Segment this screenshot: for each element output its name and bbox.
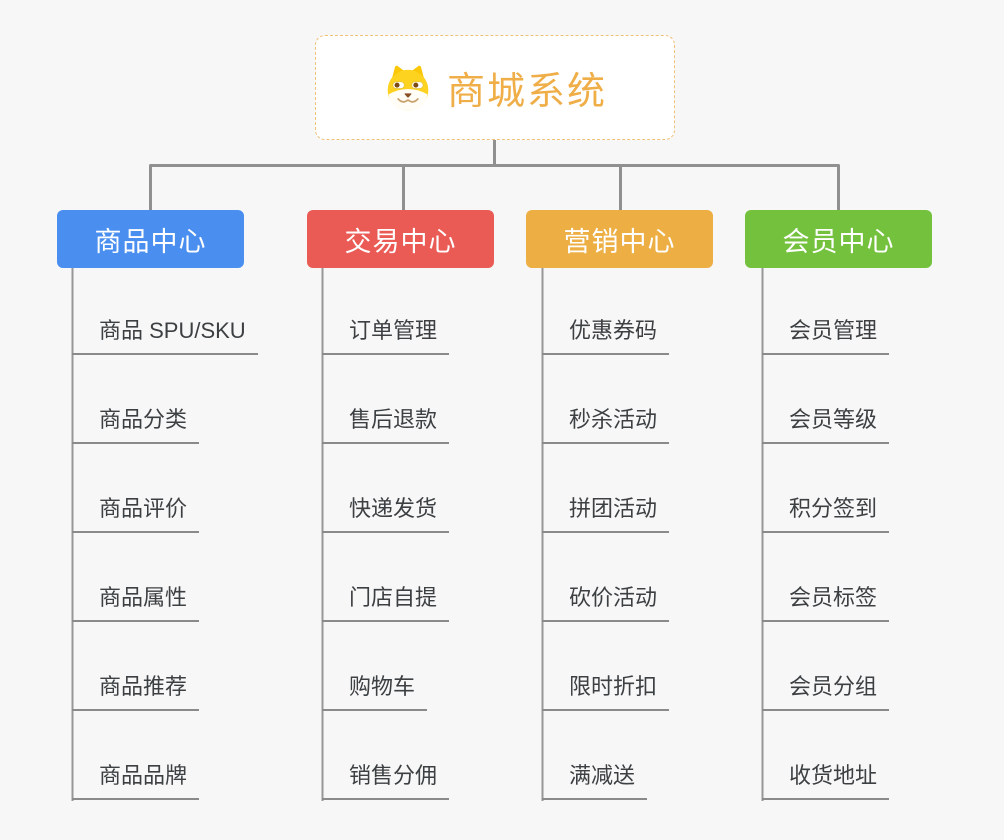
leaf-node[interactable]: 商品分类 xyxy=(72,405,200,444)
leaf-node[interactable]: 积分签到 xyxy=(762,494,890,533)
branch-node-product-center[interactable]: 商品中心 xyxy=(57,210,244,268)
leaf-node[interactable]: 会员标签 xyxy=(762,583,890,622)
branch-node-trade-center[interactable]: 交易中心 xyxy=(307,210,494,268)
branch-node-marketing-center[interactable]: 营销中心 xyxy=(526,210,713,268)
leaf-node[interactable]: 优惠券码 xyxy=(542,316,670,355)
leaf-node[interactable]: 会员分组 xyxy=(762,672,890,711)
leaf-node[interactable]: 商品 SPU/SKU xyxy=(72,316,258,355)
branch-node-member-center[interactable]: 会员中心 xyxy=(745,210,932,268)
leaf-node[interactable]: 订单管理 xyxy=(322,316,450,355)
leaf-node[interactable]: 门店自提 xyxy=(322,583,450,622)
root-node-mall-system[interactable]: 商城系统 xyxy=(315,35,675,140)
leaf-node[interactable]: 售后退款 xyxy=(322,405,450,444)
shiba-dog-icon xyxy=(387,65,429,110)
leaf-node[interactable]: 收货地址 xyxy=(762,761,890,800)
leaf-node[interactable]: 购物车 xyxy=(322,672,428,711)
leaf-node[interactable]: 销售分佣 xyxy=(322,761,450,800)
leaf-node[interactable]: 秒杀活动 xyxy=(542,405,670,444)
leaf-node[interactable]: 拼团活动 xyxy=(542,494,670,533)
leaf-node[interactable]: 砍价活动 xyxy=(542,583,670,622)
leaf-node[interactable]: 满减送 xyxy=(542,761,648,800)
root-title: 商城系统 xyxy=(446,71,607,113)
leaf-node[interactable]: 商品评价 xyxy=(72,494,200,533)
leaf-node[interactable]: 快递发货 xyxy=(322,494,450,533)
leaf-node[interactable]: 限时折扣 xyxy=(542,672,670,711)
leaf-node[interactable]: 会员管理 xyxy=(762,316,890,355)
leaf-node[interactable]: 商品属性 xyxy=(72,583,200,622)
leaf-node[interactable]: 商品推荐 xyxy=(72,672,200,711)
leaf-node[interactable]: 商品品牌 xyxy=(72,761,200,800)
leaf-node[interactable]: 会员等级 xyxy=(762,405,890,444)
